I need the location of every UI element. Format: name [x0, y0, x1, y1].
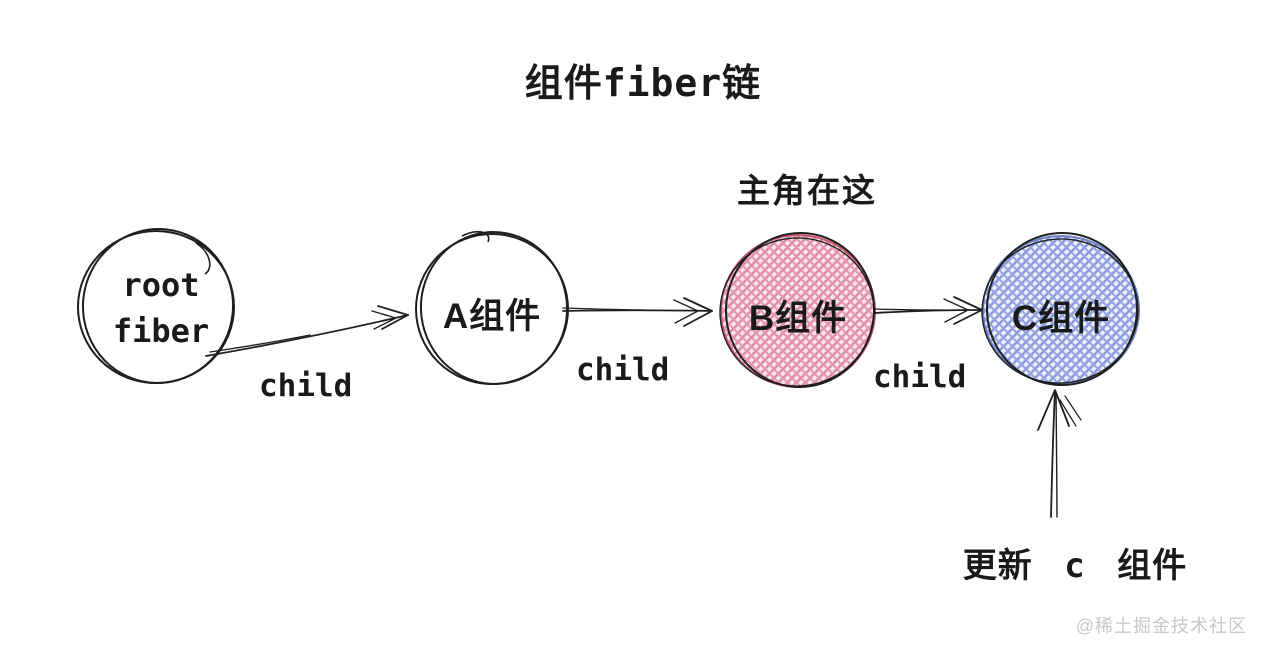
node-label-root-fiber: root fiber	[86, 262, 236, 354]
callout-update-note: 更新 c 组件	[962, 546, 1188, 586]
arrow-root-to-a	[205, 305, 409, 357]
node-circle-component-c	[981, 232, 1140, 386]
node-label-root-line2: fiber	[112, 312, 210, 350]
arrow-update-to-c	[1037, 389, 1082, 518]
node-label-component-a: A组件	[442, 297, 542, 336]
diagram-title: 组件fiber链	[524, 61, 762, 105]
node-label-component-b: B组件	[748, 299, 848, 338]
arrow-a-to-b	[562, 297, 713, 327]
arrow-b-to-c	[873, 296, 983, 325]
callout-protagonist: 主角在这	[737, 172, 877, 209]
node-circle-component-a	[415, 230, 569, 385]
node-circle-component-b	[719, 232, 876, 388]
watermark: @稀土掘金技术社区	[1075, 616, 1247, 636]
node-label-root-line1: root	[122, 266, 200, 304]
node-circle-root-fiber	[77, 228, 235, 384]
edge-label-child-2: child	[576, 352, 670, 388]
edge-label-child-3: child	[873, 359, 967, 395]
edge-label-child-1: child	[259, 368, 353, 404]
node-label-component-c: C组件	[1011, 299, 1111, 338]
